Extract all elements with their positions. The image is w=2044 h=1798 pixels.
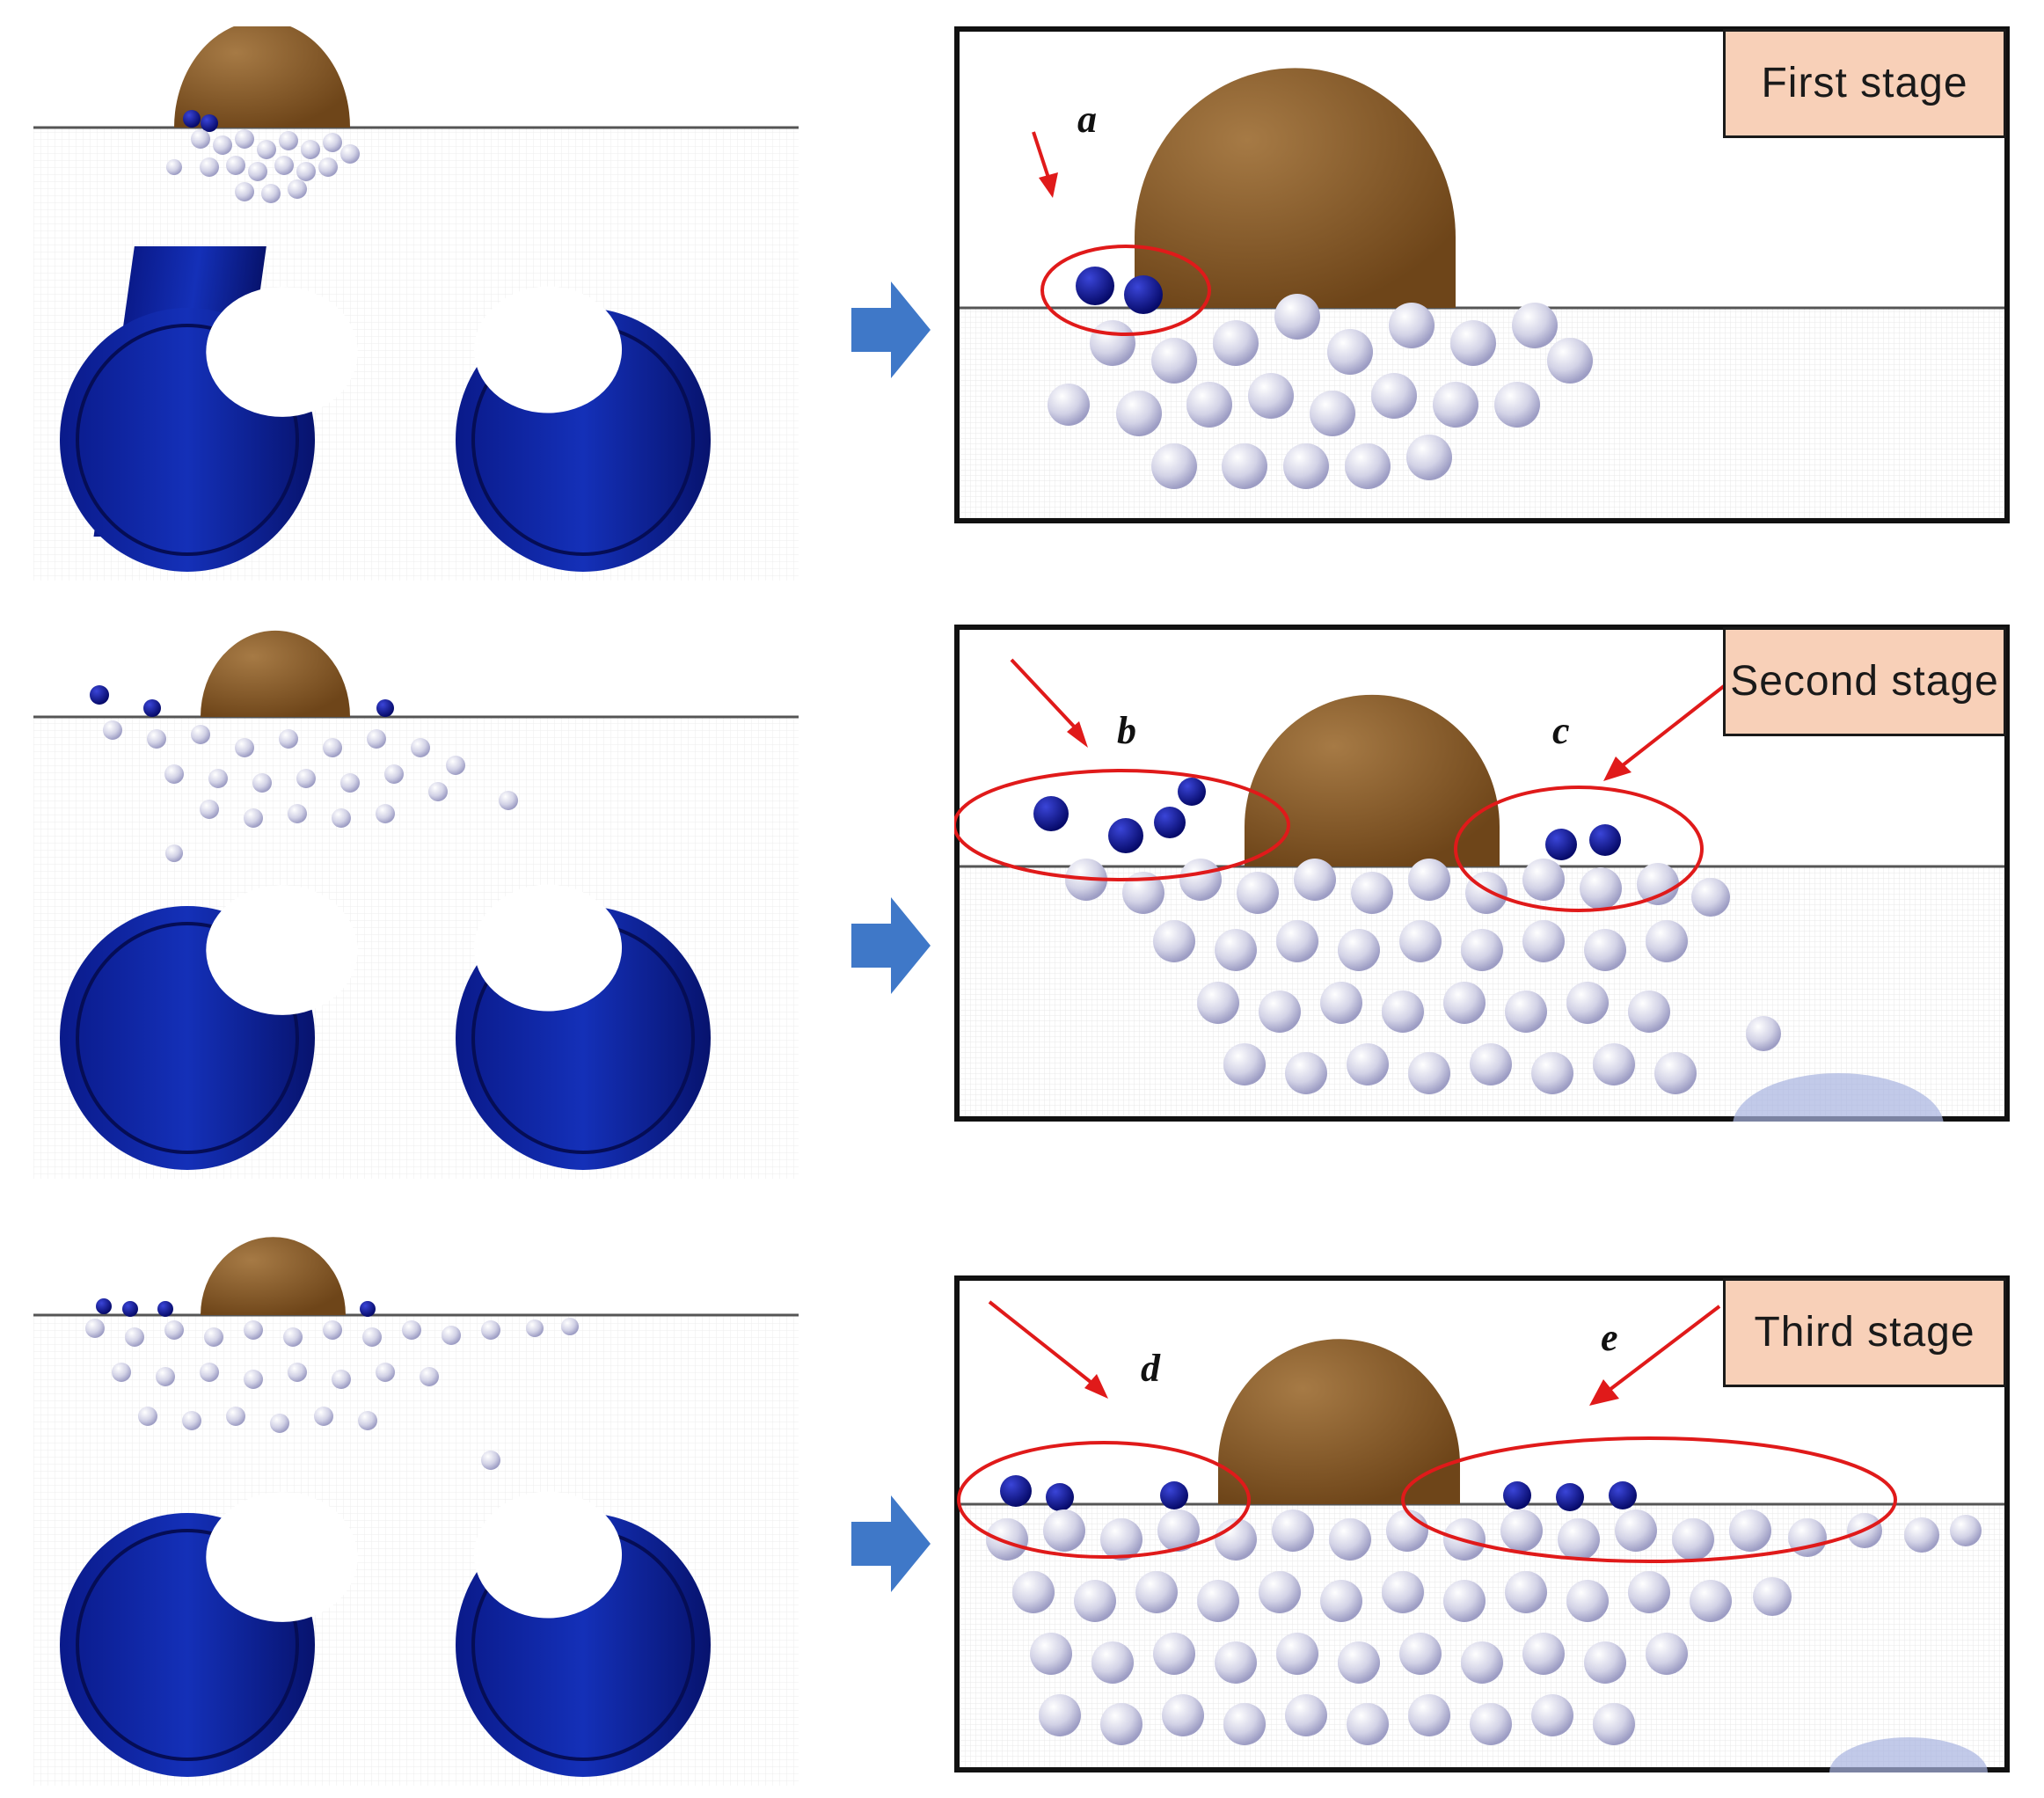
particle-cluster bbox=[1048, 267, 1593, 489]
projectile-dome bbox=[201, 630, 350, 717]
tunnel-left bbox=[60, 1492, 358, 1777]
zoom-panel-2: b c Second stage bbox=[954, 625, 2010, 1122]
overview-scene-2 bbox=[33, 630, 799, 1179]
projectile-dome bbox=[1135, 68, 1456, 308]
zoom-panel-3: d e Third stage bbox=[954, 1275, 2010, 1772]
red-arrow-icon bbox=[1010, 658, 1088, 748]
overview-scene-3 bbox=[33, 1237, 799, 1786]
right-arrow-icon bbox=[851, 897, 931, 994]
right-arrow-icon bbox=[851, 1495, 931, 1592]
particle-cluster bbox=[85, 1298, 579, 1470]
projectile-dome bbox=[201, 1237, 346, 1315]
zoom-panel-1: a First stage bbox=[954, 26, 2010, 523]
stage-label-third: Third stage bbox=[1723, 1278, 2006, 1387]
stage-label-first: First stage bbox=[1723, 29, 2006, 138]
annotation-e: e bbox=[1601, 1316, 1618, 1359]
particle-cluster bbox=[986, 1475, 1982, 1745]
zoom-scene-3 bbox=[954, 1275, 2010, 1772]
projectile-dome bbox=[174, 26, 350, 128]
right-arrow-icon bbox=[851, 281, 931, 378]
red-arrow-icon bbox=[1589, 1305, 1721, 1406]
projectile-dome bbox=[1218, 1339, 1460, 1504]
tunnel-right bbox=[456, 884, 711, 1170]
tunnel-right bbox=[456, 286, 711, 572]
red-ellipse-icon bbox=[954, 769, 1290, 881]
red-ellipse-icon bbox=[1454, 786, 1704, 912]
tunnel-left bbox=[60, 246, 358, 572]
annotation-b: b bbox=[1117, 709, 1136, 752]
tunnel-right bbox=[456, 1491, 711, 1777]
tunnel-left bbox=[60, 885, 358, 1170]
red-ellipse-icon bbox=[1040, 245, 1211, 336]
annotation-a: a bbox=[1077, 98, 1097, 141]
stage-row-2: b c Second stage bbox=[0, 625, 2044, 1188]
annotation-d: d bbox=[1141, 1347, 1160, 1390]
red-arrow-icon bbox=[1603, 684, 1726, 781]
red-ellipse-icon bbox=[957, 1441, 1251, 1559]
stage-row-1: a First stage bbox=[0, 26, 2044, 589]
particle-cluster bbox=[166, 110, 360, 203]
red-ellipse-icon bbox=[1401, 1436, 1897, 1563]
red-arrow-icon bbox=[988, 1300, 1108, 1399]
particle-cluster bbox=[1033, 778, 1781, 1094]
stage-label-second: Second stage bbox=[1723, 627, 2006, 736]
particle-cluster bbox=[90, 685, 518, 862]
projectile-dome bbox=[1245, 694, 1500, 866]
overview-scene-1 bbox=[33, 26, 799, 581]
stage-row-3: d e Third stage bbox=[0, 1232, 2044, 1794]
red-arrow-icon bbox=[1032, 131, 1058, 198]
annotation-c: c bbox=[1552, 709, 1570, 752]
